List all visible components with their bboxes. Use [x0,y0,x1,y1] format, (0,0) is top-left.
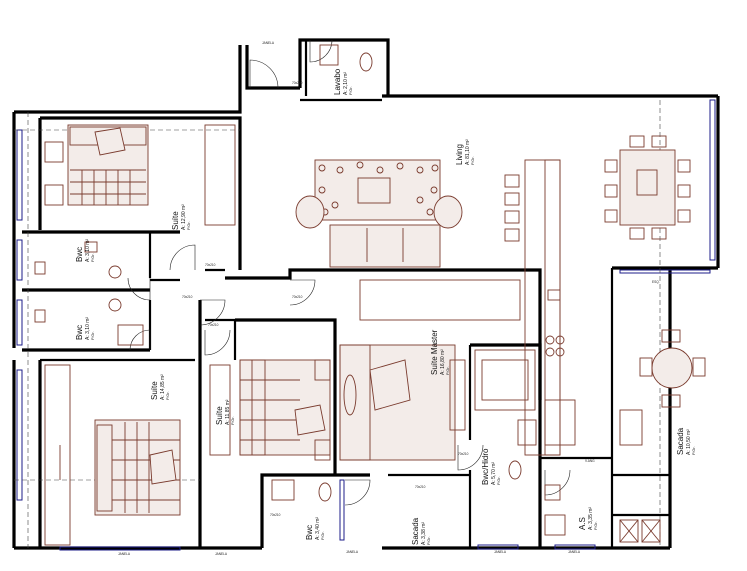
room-label-as: A.S A: 3,35 m² P.Gr. [578,507,598,530]
window-tag-short: ESQ. [652,280,660,284]
room-name: A.S [578,517,587,530]
room-label-suite-top: Suíte A: 12,90 m² P.Gr. [171,204,191,230]
room-name: Sacada [676,427,685,455]
room-name: Sacada [411,517,420,545]
room-label-bwc-bottom: Bwc A: 3,40 m² P.Gr. [305,517,325,540]
room-label-bwc-mid: Bwc A: 3,10 m² P.Gr. [75,317,95,340]
room-area: A: 2,10 m² [343,72,349,95]
room-label-suite-left: Suíte A: 14,85 m² P.Gr. [150,374,170,400]
door-tag: 70x210 [208,323,219,327]
room-label-suite-center: Suíte A: 11,85 m² P.Gr. [215,399,235,425]
furniture [34,44,706,546]
room-area: A: 3,10 m² [85,317,91,340]
room-name: Suíte [171,211,180,230]
room-area: A: 12,90 m² [181,204,187,230]
room-name: Suíte [150,381,159,400]
room-floor: P.Gr. [496,476,501,485]
room-floor: P.Gr. [593,521,598,530]
room-label-bwc-hidro: Bwc/Hidro A: 5,70 m² P.Gr. [481,448,501,485]
door-tag: 70x210 [182,295,193,299]
windows [16,99,716,551]
room-label-sacada-bottom: Sacada A: 3,38 m² P.Gr. [411,517,431,545]
room-label-suite-master: Suíte Master A: 16,80 m² P.Gr. [430,329,450,375]
room-area: A: 3,10 m² [85,239,91,262]
room-floor: P.Gr. [320,531,325,540]
door-tag: 70x210 [205,263,216,267]
window-tag: JANELA [262,41,275,45]
room-area: A: 3,40 m² [315,517,321,540]
door-tag: 70x210 [292,295,303,299]
door-tag: 70x210 [458,452,469,456]
kitchen-counter [504,159,576,456]
room-area: A: 16,80 m² [440,349,446,375]
bathroom-fixtures [34,44,661,543]
room-name: Living [455,144,464,165]
window-tag: JANELA [118,552,131,556]
room-name: Suíte [215,406,224,425]
room-area: A: 81,10 m² [465,139,471,165]
room-name: Bwc [75,247,84,262]
window-tag: JANELA [494,550,507,554]
bed-top-suite [44,124,236,226]
room-label-sacada-right: Sacada A: 10,50 m² P.Gr. [676,427,696,455]
room-label-lavabo: Lavabo A: 2,10 m² P.Gr. [333,68,353,95]
room-name: Bwc [75,325,84,340]
room-floor: P.Gr. [90,331,95,340]
doors [127,39,571,506]
room-label-living: Living A: 81,10 m² P.Gr. [455,139,475,165]
room-area: A: 3,35 m² [588,507,594,530]
room-floor: P.Gr. [426,536,431,545]
bed-master-suite [339,279,521,461]
window-tag: JANELA [346,550,359,554]
bed-left-suite [44,364,181,546]
room-floor: P.Gr. [165,391,170,400]
dining-table [604,135,691,240]
room-area: A: 5,70 m² [491,462,497,485]
vent-tag: V.ANG [585,459,595,463]
room-floor: P.Gr. [348,86,353,95]
room-name: Bwc [305,525,314,540]
room-floor: P.Gr. [470,156,475,165]
room-name: Bwc/Hidro [481,448,490,485]
interior-walls [22,40,670,548]
room-area: A: 10,50 m² [686,429,692,455]
door-tag: 70x210 [270,513,281,517]
room-floor: P.Gr. [445,366,450,375]
room-area: A: 11,85 m² [225,399,231,425]
room-floor: P.Gr. [691,446,696,455]
opening-tags: 70x210 70x210 70x210 70x210 70x210 70x21… [118,41,660,556]
exterior-walls [12,38,720,550]
bed-center-suite [209,359,331,461]
room-label-bwc-top: Bwc A: 3,10 m² P.Gr. [75,239,95,262]
door-tag: 70x210 [415,485,426,489]
room-floor: P.Gr. [90,253,95,262]
room-area: A: 3,38 m² [421,522,427,545]
sacada-round-table [619,329,706,446]
window-tag: JANELA [568,550,581,554]
room-name: Suíte Master [430,329,439,375]
room-floor: P.Gr. [230,416,235,425]
door-tag: 70x210 [292,81,303,85]
room-area: A: 14,85 m² [160,374,166,400]
room-name: Lavabo [333,68,342,95]
living-sofa-rug [295,159,463,268]
room-floor: P.Gr. [186,221,191,230]
window-tag: JANELA [215,552,228,556]
